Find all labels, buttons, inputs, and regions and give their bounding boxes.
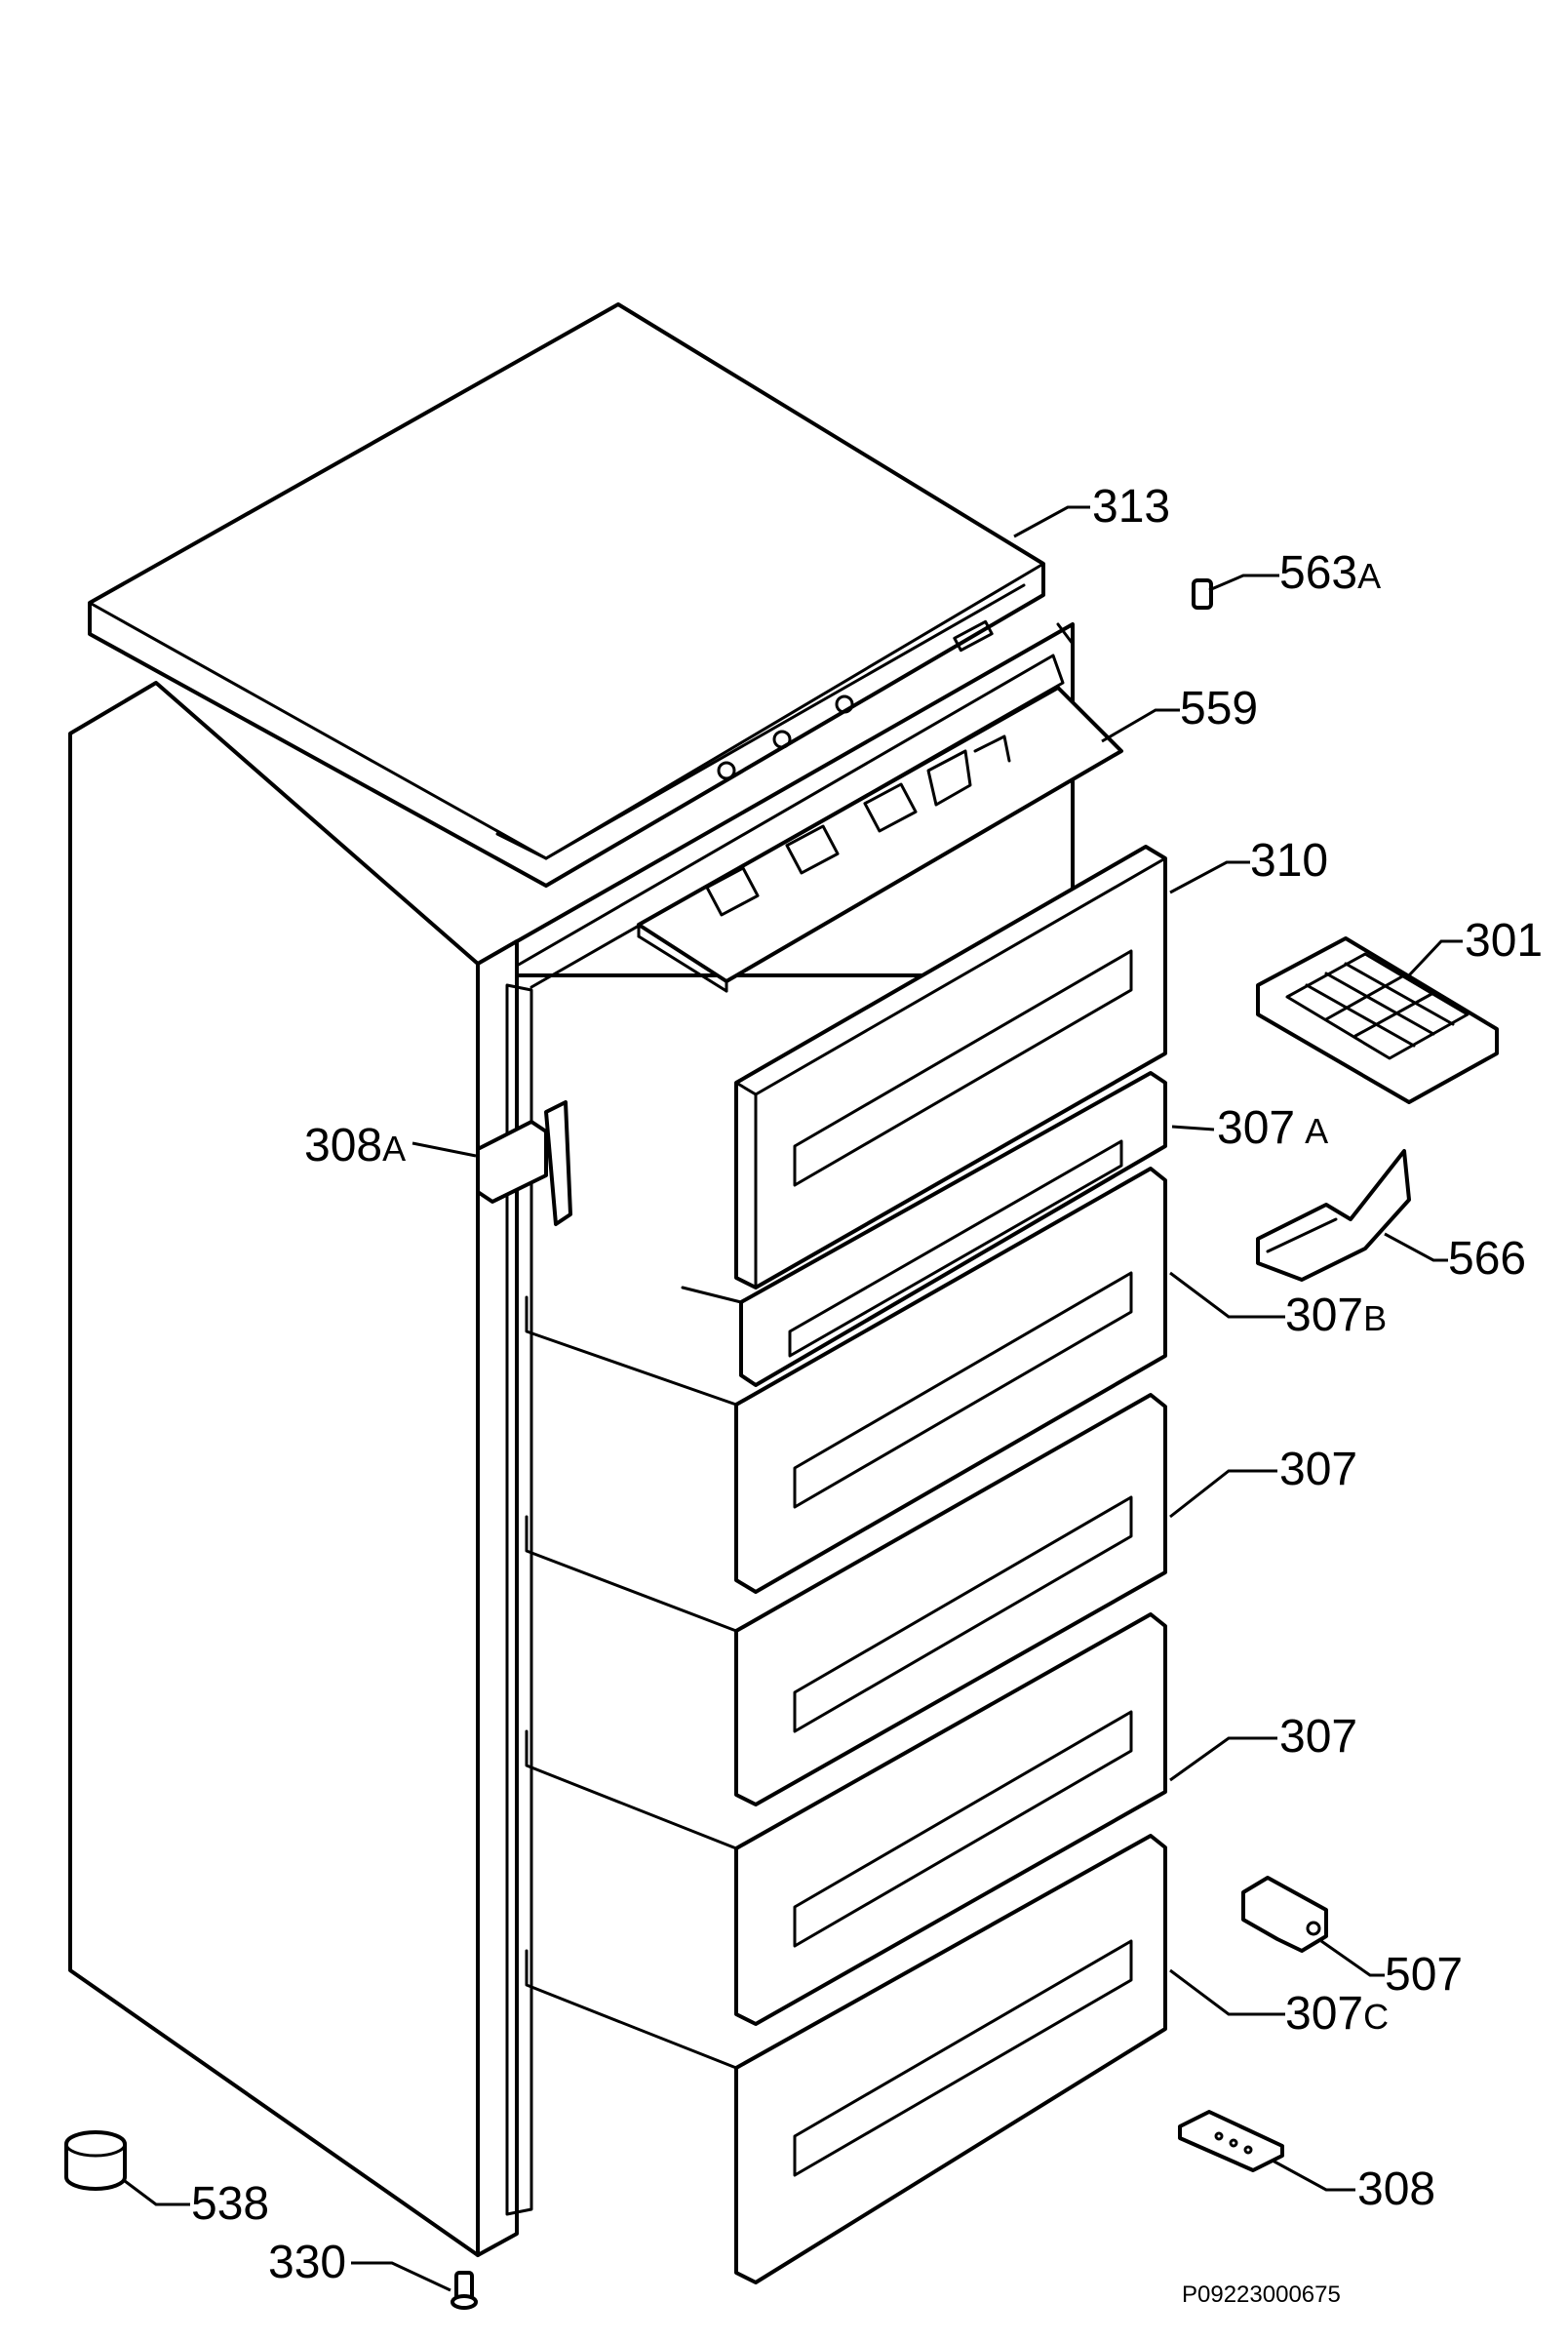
label-559: 559 — [1180, 683, 1258, 734]
label-563a: 563A — [1279, 547, 1381, 599]
label-307-2: 307 — [1279, 1711, 1357, 1763]
drawer-307a — [681, 1071, 1167, 1387]
drawing-code: P09223000675 — [1182, 2281, 1341, 2308]
drawer-307b — [525, 1167, 1167, 1594]
plate-308 — [1178, 2110, 1284, 2172]
drawer-307-1 — [525, 1393, 1167, 1806]
nut-563a — [1192, 578, 1213, 610]
hinge-308a — [476, 1100, 572, 1226]
label-507: 507 — [1385, 1949, 1463, 2001]
label-310: 310 — [1250, 835, 1328, 887]
foot-538 — [64, 2130, 127, 2191]
screw-330 — [451, 2271, 478, 2310]
control-panel-559 — [637, 686, 1123, 993]
label-307-1: 307 — [1279, 1444, 1357, 1495]
label-308a: 308A — [304, 1120, 406, 1171]
label-307b: 307B — [1285, 1290, 1387, 1341]
label-301: 301 — [1465, 915, 1543, 967]
label-566: 566 — [1448, 1233, 1526, 1285]
hinge-507 — [1241, 1876, 1328, 1953]
label-313: 313 — [1092, 481, 1170, 533]
leader-lines — [124, 505, 1463, 2292]
label-330: 330 — [268, 2237, 346, 2288]
flap-310 — [734, 845, 1167, 1290]
top-cover-313 — [88, 302, 1045, 888]
label-307c: 307C — [1285, 1988, 1389, 2040]
drawer-307c — [525, 1834, 1167, 2284]
cabinet-body — [68, 622, 1075, 2257]
drawer-307-2 — [525, 1612, 1167, 2026]
label-308: 308 — [1357, 2163, 1435, 2215]
label-538: 538 — [191, 2178, 269, 2230]
ice-scraper-566 — [1256, 1149, 1411, 1282]
ice-tray-301 — [1256, 936, 1499, 1104]
